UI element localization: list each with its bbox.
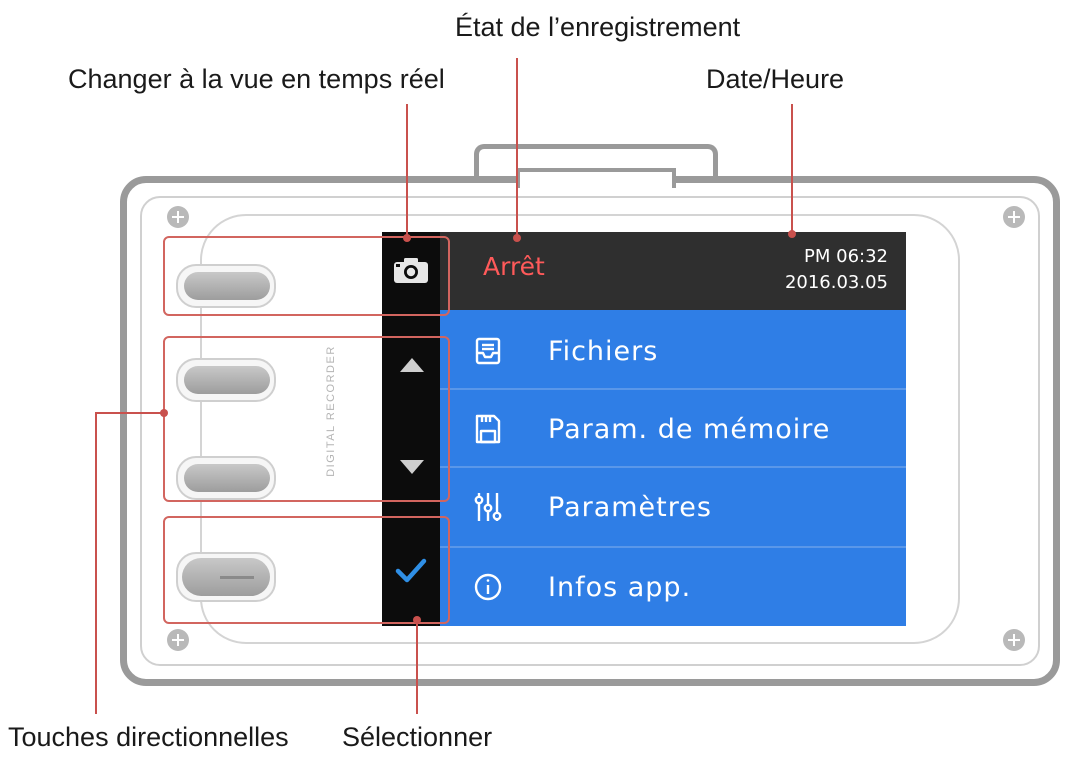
menu-item-infos-app[interactable]: Infos app. xyxy=(440,548,906,626)
callout-direction-keys: Touches directionnelles xyxy=(8,722,289,752)
recording-status-label: Arrêt xyxy=(483,252,545,281)
menu-item-parametres[interactable]: Paramètres xyxy=(440,468,906,546)
screen-header xyxy=(440,232,906,310)
leader-dot-date-time xyxy=(788,230,796,238)
screen-control-strip xyxy=(382,232,440,626)
callout-live-view: Changer à la vue en temps réel xyxy=(68,64,445,94)
menu-label: Fichiers xyxy=(548,335,659,367)
leader-dot-direction-keys xyxy=(160,409,168,417)
menu-divider xyxy=(440,388,906,390)
device-inner-frame xyxy=(140,196,1040,666)
leader-line-direction-keys-v xyxy=(95,412,97,714)
screw-icon xyxy=(167,206,189,228)
device-top-tab-inner xyxy=(516,168,676,188)
leader-line-direction-keys-h xyxy=(95,412,165,414)
callout-recording-status: État de l’enregistrement xyxy=(455,12,741,42)
callout-box-live-view xyxy=(163,236,450,316)
menu-item-param-memoire[interactable]: Param. de mémoire xyxy=(440,390,906,468)
screw-icon xyxy=(1003,629,1025,651)
callout-select: Sélectionner xyxy=(342,722,493,752)
leader-line-live-view xyxy=(406,104,408,238)
up-hardware-button[interactable] xyxy=(184,366,270,394)
clock-time: PM 06:32 xyxy=(804,246,888,267)
screw-icon xyxy=(1003,206,1025,228)
menu-divider xyxy=(440,546,906,548)
select-button-mark xyxy=(220,576,254,579)
screw-icon xyxy=(167,629,189,651)
leader-dot-select xyxy=(413,616,421,624)
sliders-icon xyxy=(474,493,502,521)
callout-box-select xyxy=(163,516,450,624)
down-hardware-button[interactable] xyxy=(184,464,270,492)
menu-label: Paramètres xyxy=(548,491,712,523)
sd-card-icon xyxy=(474,414,502,444)
clock-date: 2016.03.05 xyxy=(784,272,888,293)
menu-label: Infos app. xyxy=(548,571,692,603)
device-screen-bezel xyxy=(200,214,960,644)
menu-divider xyxy=(440,466,906,468)
menu-item-fichiers[interactable]: Fichiers xyxy=(440,312,906,390)
leader-line-date-time xyxy=(791,104,793,234)
arrow-down-icon[interactable] xyxy=(399,459,425,480)
leader-dot-live-view xyxy=(403,234,411,242)
leader-dot-recording-status xyxy=(513,234,521,242)
leader-line-select xyxy=(416,622,418,714)
arrow-up-icon[interactable] xyxy=(399,357,425,378)
check-icon[interactable] xyxy=(395,558,427,589)
callout-box-direction-keys xyxy=(163,336,450,502)
screen-menu xyxy=(440,310,906,626)
callout-date-time: Date/Heure xyxy=(706,64,845,94)
camera-icon[interactable] xyxy=(393,256,429,289)
info-icon xyxy=(474,573,502,601)
leader-line-recording-status xyxy=(516,58,518,236)
inbox-tray-icon xyxy=(474,337,502,365)
menu-label: Param. de mémoire xyxy=(548,413,831,445)
live-view-hardware-button[interactable] xyxy=(184,272,270,300)
